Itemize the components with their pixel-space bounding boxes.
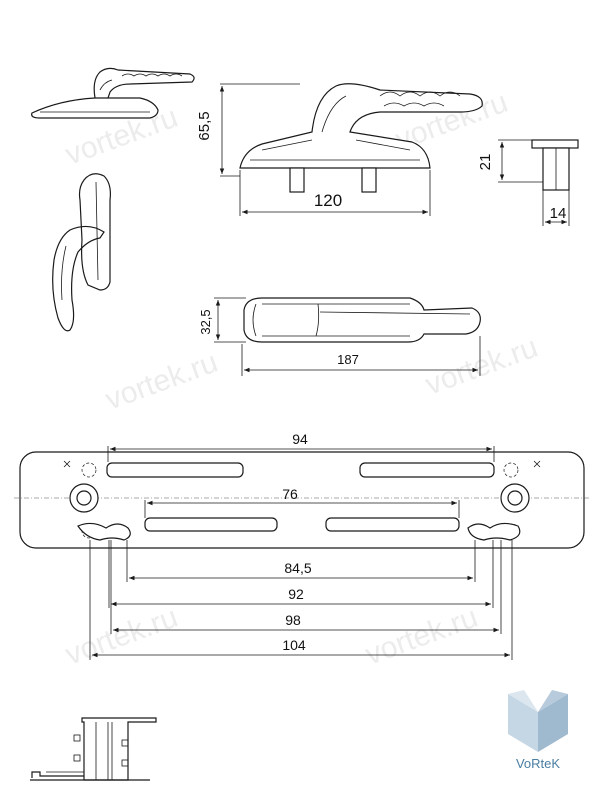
watermark-6: vortek.ru: [361, 601, 482, 672]
watermark-5: vortek.ru: [61, 601, 182, 672]
watermark-3: vortek.ru: [101, 346, 222, 417]
perspective-view-small: [31, 67, 195, 119]
front-width-label: 120: [314, 191, 342, 210]
base-dim-84-5: 84,5: [284, 560, 311, 576]
logo-top-left: [508, 690, 538, 712]
base-dim-104: 104: [282, 637, 306, 653]
base-dim-94: 94: [292, 431, 308, 447]
logo-right-facet: [538, 694, 568, 752]
front-view: 65,5 120: [196, 83, 483, 216]
top-width-label: 187: [337, 352, 359, 367]
side-width-label: 14: [550, 205, 567, 222]
top-height-label: 32,5: [198, 309, 213, 334]
logo-text: VoRteK: [516, 756, 560, 771]
top-view: 32,5 187: [198, 297, 481, 376]
logo-top-right: [538, 690, 568, 712]
logo-left-facet: [508, 694, 538, 752]
watermark-4: vortek.ru: [421, 331, 542, 402]
base-dim-92: 92: [288, 586, 304, 602]
side-height-label: 21: [477, 154, 494, 171]
base-dim-98: 98: [285, 612, 301, 628]
vortek-logo: VoRteK: [508, 690, 568, 771]
watermark-1: vortek.ru: [61, 101, 182, 172]
base-plate-view: [14, 451, 590, 549]
front-height-label: 65,5: [196, 111, 213, 140]
base-plate-dimensions: 94 76 84,5 92 98 104: [89, 431, 513, 660]
side-view: 21 14: [477, 139, 579, 226]
perspective-view-large: [52, 173, 111, 332]
profile-section: [30, 717, 157, 781]
base-dim-76: 76: [282, 486, 298, 502]
